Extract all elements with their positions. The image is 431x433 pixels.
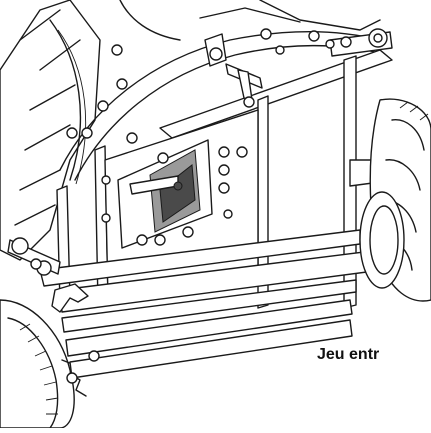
bolt-heads — [30, 28, 352, 384]
left-front-wheel — [0, 299, 87, 429]
lower-rails — [39, 159, 396, 379]
right-rear-wheel — [359, 98, 431, 302]
caption-label: Jeu entr — [317, 346, 380, 363]
wing-bolt — [204, 33, 263, 108]
axle-bar — [159, 28, 393, 139]
left-chute — [0, 0, 101, 261]
